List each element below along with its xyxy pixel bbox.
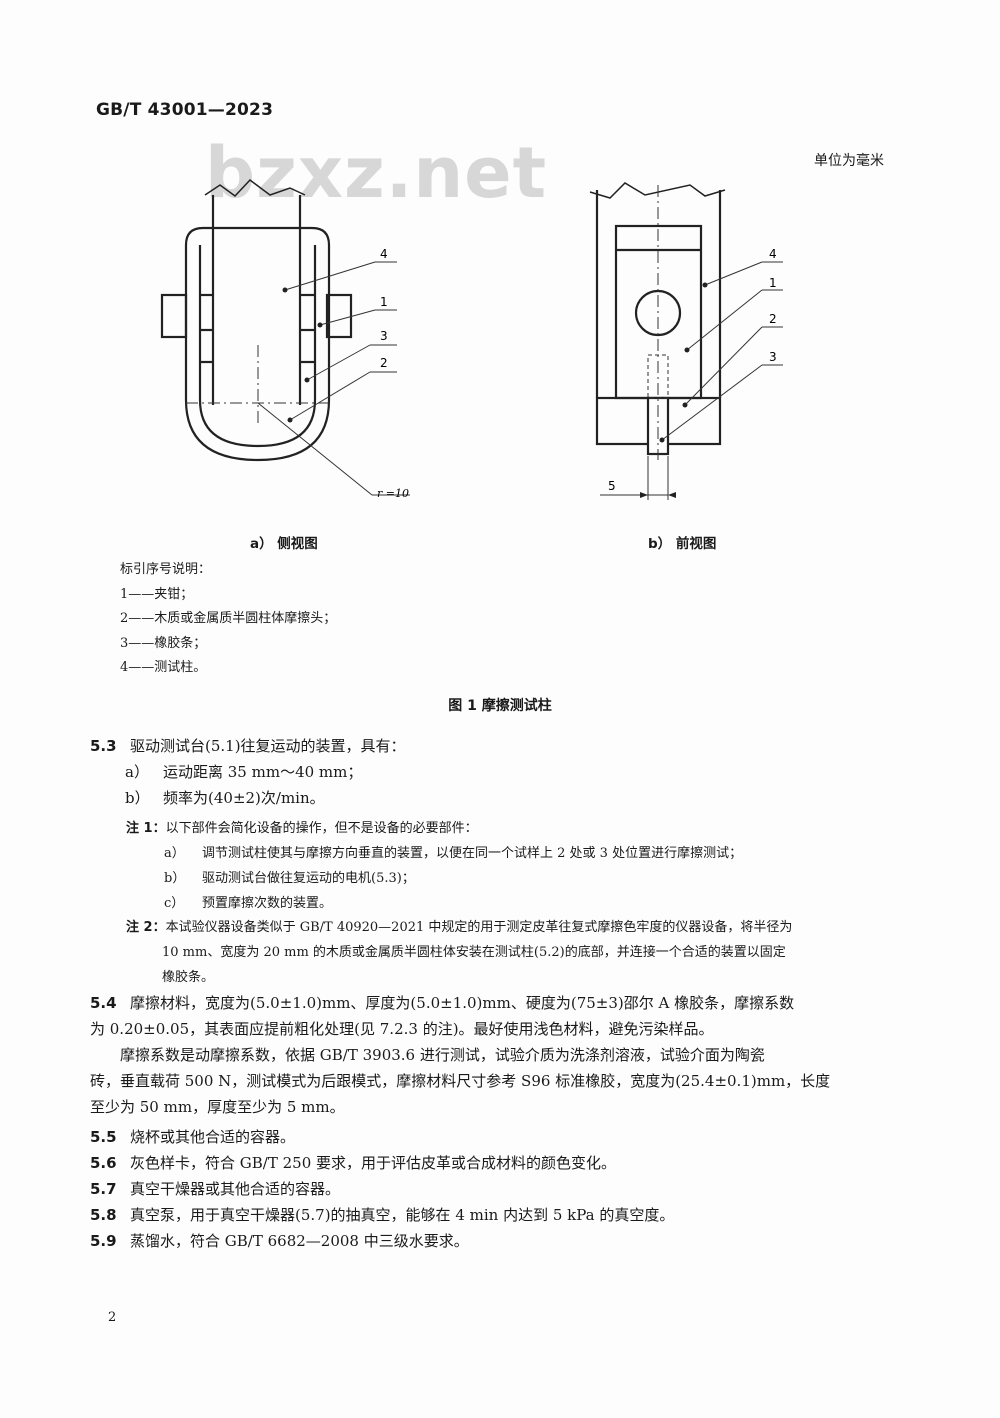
standard-code: GB/T 43001—2023 <box>96 100 274 120</box>
note-item-text: 驱动测试台做往复运动的电机(5.3)； <box>202 871 415 886</box>
section-number: 5.3 <box>90 737 117 755</box>
section-text: 真空泵，用于真空干燥器(5.7)的抽真空，能够在 4 min 内达到 5 kPa… <box>130 1206 675 1224</box>
item-label: a） <box>125 763 149 781</box>
section-5-6: 5.6 灰色样卡，符合 GB/T 250 要求，用于评估皮革或合成材料的颜色变化。 <box>90 1150 890 1176</box>
dimension-5-label: 5 <box>608 479 616 493</box>
section-number: 5.5 <box>90 1128 117 1146</box>
section-number: 5.8 <box>90 1206 117 1224</box>
front-label-1: 1 <box>769 276 777 290</box>
watermark: bzxz.net <box>205 132 548 214</box>
section-text: 烧杯或其他合适的容器。 <box>130 1128 296 1146</box>
note-item-label: c） <box>164 896 185 911</box>
front-view-caption: b） 前视图 <box>648 536 717 552</box>
section-line: 为 0.20±0.05，其表面应提前粗化处理(见 7.2.3 的注)。最好使用浅… <box>90 1020 714 1038</box>
key-item: 3——橡胶条； <box>120 635 207 651</box>
sections-5-5-to-5-9: 5.5 烧杯或其他合适的容器。 5.6 灰色样卡，符合 GB/T 250 要求，用于… <box>90 1124 890 1254</box>
note-2-line: 橡胶条。 <box>162 970 215 985</box>
note-2-tag: 注 2： <box>126 920 166 935</box>
figure-1-drawing: 4 1 3 2 r =10 <box>160 178 783 500</box>
side-view-leaders <box>186 261 410 496</box>
section-5-4: 5.4 摩擦材料，宽度为(5.0±1.0)mm、厚度为(5.0±1.0)mm、硬度… <box>90 990 890 1120</box>
side-label-2: 2 <box>380 356 388 370</box>
key-item: 1——夹钳； <box>120 586 194 602</box>
section-text: 蒸馏水，符合 GB/T 6682—2008 中三级水要求。 <box>130 1232 469 1250</box>
section-text: 灰色样卡，符合 GB/T 250 要求，用于评估皮革或合成材料的颜色变化。 <box>130 1154 617 1172</box>
section-number: 5.9 <box>90 1232 117 1250</box>
note-item-label: a） <box>164 846 185 861</box>
note-1-text: 以下部件会简化设备的操作，但不是设备的必要部件： <box>165 821 478 836</box>
section-number: 5.6 <box>90 1154 117 1172</box>
side-label-3: 3 <box>380 329 388 343</box>
note-item-label: b） <box>164 871 186 886</box>
section-5-5: 5.5 烧杯或其他合适的容器。 <box>90 1124 890 1150</box>
key-item: 2——木质或金属质半圆柱体摩擦头； <box>120 611 337 626</box>
section-text: 驱动测试台(5.1)往复运动的装置，具有： <box>130 737 406 755</box>
note-2-line: 本试验仪器设备类似于 GB/T 40920—2021 中规定的用于测定皮革往复式… <box>165 920 793 935</box>
note-item-text: 调节测试柱使其与摩擦方向垂直的装置，以便在同一个试样上 2 处或 3 处位置进行… <box>202 846 743 861</box>
side-view-caption: a） 侧视图 <box>250 536 318 552</box>
side-label-4: 4 <box>380 247 388 261</box>
page-number: 2 <box>108 1310 117 1325</box>
section-line: 摩擦材料，宽度为(5.0±1.0)mm、厚度为(5.0±1.0)mm、硬度为(7… <box>130 994 795 1012</box>
note-2: 注 2：本试验仪器设备类似于 GB/T 40920—2021 中规定的用于测定皮… <box>126 915 926 990</box>
item-label: b） <box>125 789 150 807</box>
front-label-3: 3 <box>769 350 777 364</box>
section-number: 5.7 <box>90 1180 117 1198</box>
key-item: 4——测试柱。 <box>120 660 207 675</box>
front-label-2: 2 <box>769 312 777 326</box>
figure-title: 图 1 摩擦测试柱 <box>448 698 552 714</box>
section-text: 真空干燥器或其他合适的容器。 <box>130 1180 341 1198</box>
side-label-1: 1 <box>380 295 388 309</box>
radius-label: r =10 <box>377 487 409 500</box>
section-5-3: 5.3 驱动测试台(5.1)往复运动的装置，具有： a） 运动距离 35 mm～40… <box>90 733 890 811</box>
item-text: 运动距离 35 mm～40 mm； <box>163 763 363 781</box>
section-number: 5.4 <box>90 994 117 1012</box>
section-5-8: 5.8 真空泵，用于真空干燥器(5.7)的抽真空，能够在 4 min 内达到 5 … <box>90 1202 890 1228</box>
unit-note: 单位为毫米 <box>814 153 884 169</box>
note-item-text: 预置摩擦次数的装置。 <box>202 896 333 911</box>
item-text: 频率为(40±2)次/min。 <box>163 789 325 807</box>
section-5-7: 5.7 真空干燥器或其他合适的容器。 <box>90 1176 890 1202</box>
side-view-diagram <box>160 178 353 462</box>
paragraph-line: 摩擦系数是动摩擦系数，依据 GB/T 3903.6 进行测试，试验介质为洗涤剂溶… <box>120 1046 765 1064</box>
note-1-tag: 注 1： <box>126 821 166 836</box>
front-view-leaders <box>600 185 783 500</box>
front-view-dots <box>640 282 708 498</box>
note-2-line: 10 mm、宽度为 20 mm 的木质或金属质半圆柱体安装在测试柱(5.2)的底… <box>162 945 786 960</box>
section-5-9: 5.9 蒸馏水，符合 GB/T 6682—2008 中三级水要求。 <box>90 1228 890 1254</box>
side-view-dots <box>282 287 323 423</box>
paragraph-line: 至少为 50 mm，厚度至少为 5 mm。 <box>90 1098 345 1116</box>
key-heading: 标引序号说明： <box>120 562 212 577</box>
figure-key: 标引序号说明： 1——夹钳； 2——木质或金属质半圆柱体摩擦头； 3——橡胶条；… <box>120 558 336 681</box>
front-label-4: 4 <box>769 247 777 261</box>
note-1: 注 1：以下部件会简化设备的操作，但不是设备的必要部件： a） 调节测试柱使其与摩… <box>126 816 926 916</box>
paragraph-line: 砖，垂直载荷 500 N，测试模式为后跟模式，摩擦材料尺寸参考 S96 标准橡胶… <box>90 1072 831 1090</box>
